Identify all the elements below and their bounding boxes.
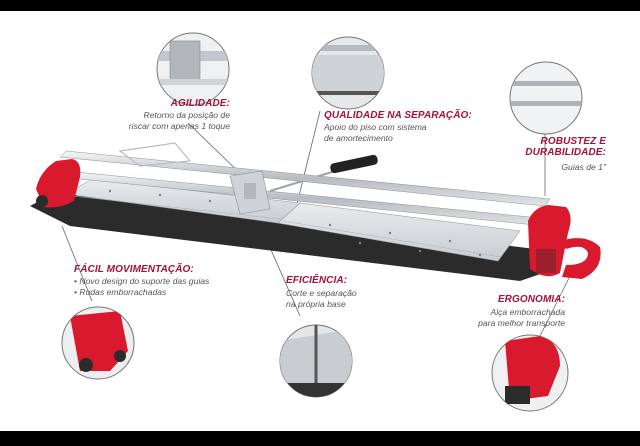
robustez-line-1: Guias de 1": [561, 162, 606, 172]
facil-bullet-1: Novo design do suporte das guias: [74, 276, 254, 287]
ergonomia-line-2: para melhor transporte: [478, 318, 565, 328]
facil-movimentacao-title: FÁCIL MOVIMENTAÇÃO:: [74, 264, 194, 275]
qualidade-line-2: de amortecimento: [324, 133, 393, 143]
ergonomia-description: Alça emborrachada para melhor transporte: [440, 307, 565, 329]
eficiencia-title: EFICIÊNCIA:: [286, 275, 348, 286]
qualidade-line-1: Apoio do piso com sistema: [324, 122, 427, 132]
qualidade-title: QUALIDADE NA SEPARAÇÃO:: [324, 110, 472, 121]
agilidade-title: AGILIDADE:: [170, 98, 230, 109]
ergonomia-line-1: Alça emborrachada: [490, 307, 565, 317]
agilidade-line-2: riscar com apenas 1 toque: [128, 121, 230, 131]
robustez-title-line-1: ROBUSTEZ E: [540, 136, 606, 147]
eficiencia-line-1: Corte e separação: [286, 288, 357, 298]
qualidade-description: Apoio do piso com sistema de amortecimen…: [324, 122, 474, 144]
tile-cutter-illustration: [30, 32, 601, 412]
robustez-description: Guias de 1": [500, 162, 606, 173]
ergonomia-title: ERGONOMIA:: [497, 294, 565, 305]
magnifier-circles: [61, 32, 583, 412]
agilidade-line-1: Retorno da posição de: [143, 110, 230, 120]
product-feature-sheet: AGILIDADE: Retorno da posição de riscar …: [0, 11, 640, 431]
eficiencia-description: Corte e separação na própria base: [286, 288, 396, 310]
robustez-title-line-2: DURABILIDADE:: [525, 147, 606, 158]
eficiencia-line-2: na própria base: [286, 299, 346, 309]
robustez-title: ROBUSTEZ E DURABILIDADE:: [500, 136, 606, 158]
agilidade-description: Retorno da posição de riscar com apenas …: [100, 110, 230, 132]
facil-bullet-2: Rodas emborrachadas: [74, 287, 254, 298]
facil-movimentacao-list: Novo design do suporte das guias Rodas e…: [74, 276, 254, 298]
